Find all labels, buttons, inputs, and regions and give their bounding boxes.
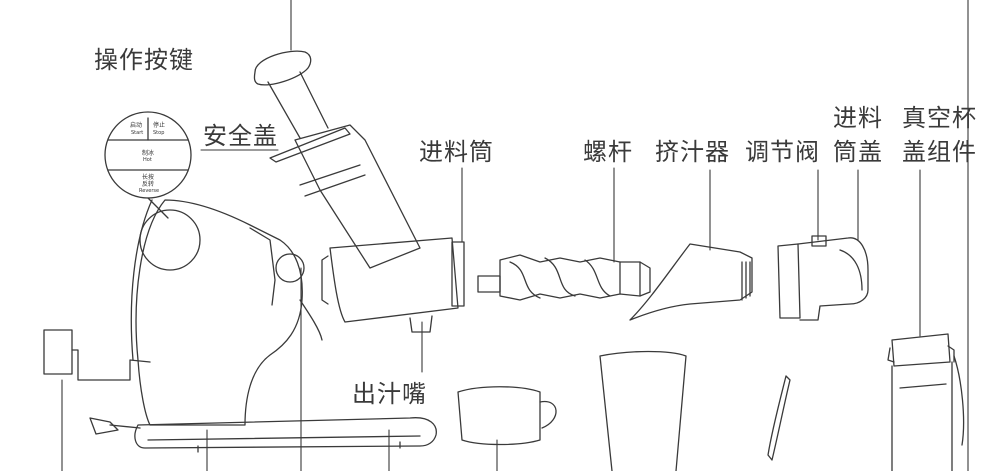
start-label-en: Start [131,130,143,136]
label-juicer-strainer: 挤汁器 [655,138,730,166]
ice-label: 制冰 [142,149,154,157]
label-regulating-valve: 调节阀 [745,138,820,166]
reverse-label-2: 反转 [142,180,154,188]
reverse-label-1: 长按 [142,173,154,181]
juicer-strainer [629,243,753,321]
label-feed-tube: 进料筒 [419,138,494,166]
leader-lines [61,0,969,471]
label-auger: 螺杆 [583,138,633,166]
stop-label: 停止 [153,121,165,129]
regulating-valve-and-cover [777,235,869,321]
label-juice-outlet: 出汁嘴 [352,380,427,408]
feed-tube [253,50,465,333]
reverse-label-en: Reverse [139,188,159,194]
power-cord [43,329,151,435]
label-feed-tube-cover-line1: 进料 [833,104,883,132]
vacuum-cup [887,333,965,471]
start-label: 启动 [130,121,142,129]
stop-label-en: Stop [153,130,164,136]
cleaning-brush [767,375,791,461]
juice-cup [457,386,557,446]
control-panel-diagram: 启动 Start 停止 Stop 制冰 Hot 长按 反转 Reverse [104,111,192,219]
ice-label-en: Hot [143,157,152,163]
juicer-body [130,199,437,453]
pulp-cup [599,350,687,471]
label-feed-tube-cover-line2: 筒盖 [833,138,883,166]
label-safety-cover: 安全盖 [203,122,278,150]
auger [477,254,651,301]
label-vacuum-cup-line1: 真空杯 [902,104,977,132]
label-vacuum-cup-line2: 盖组件 [902,138,977,166]
label-control-buttons: 操作按键 [94,46,194,74]
